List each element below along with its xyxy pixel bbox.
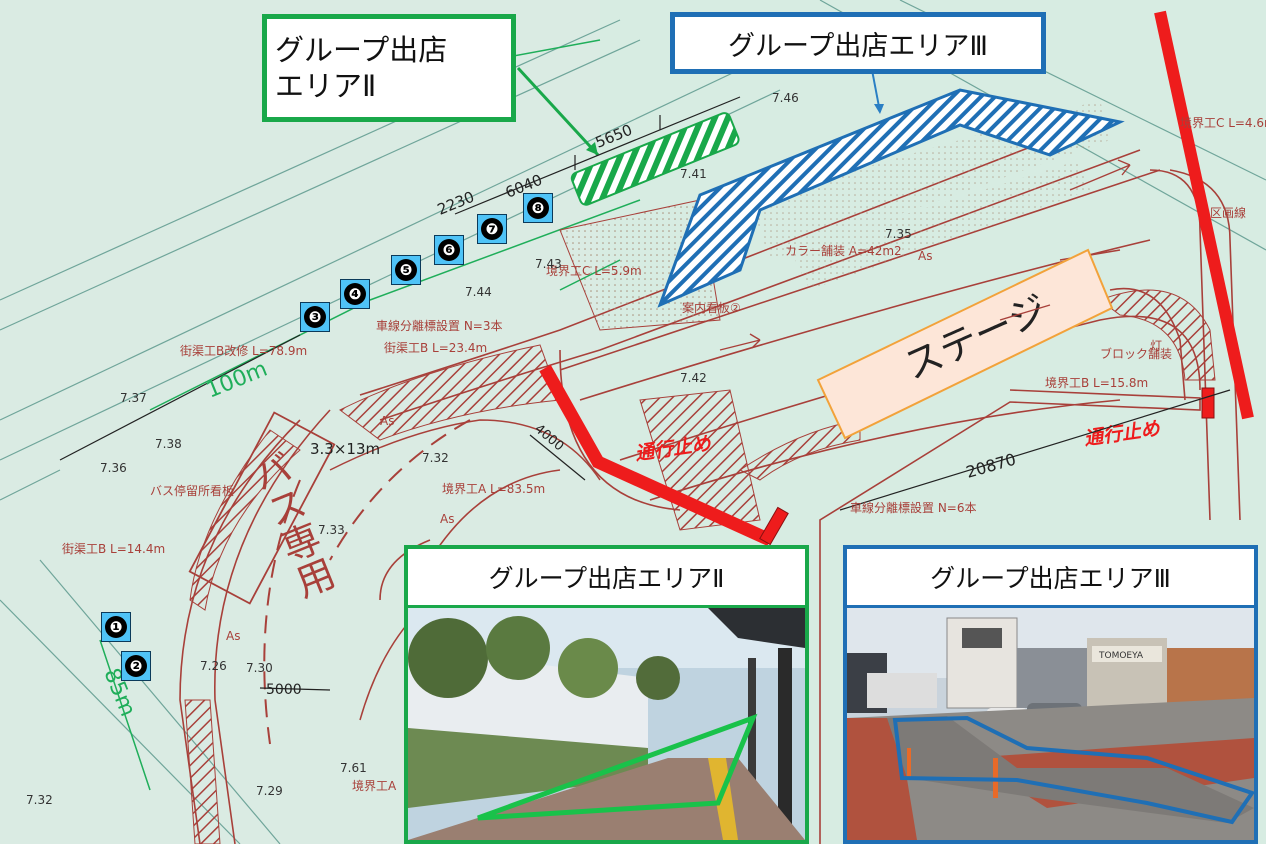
- shop-sign: TOMOEYA: [1098, 651, 1144, 661]
- plan-note: 案内看板②: [682, 300, 741, 315]
- elevation-mark: 7.38: [155, 437, 182, 451]
- elevation-mark: 7.29: [256, 784, 283, 798]
- elevation-mark: 7.35: [885, 227, 912, 241]
- photo-panel-area2: グループ出店エリアⅡ: [404, 545, 809, 844]
- booth-badge-2: ❷: [121, 651, 151, 681]
- photo-area3-image: TOMOEYA: [847, 608, 1254, 840]
- road-closure-left: [539, 364, 773, 546]
- elevation-mark: 7.61: [340, 761, 367, 775]
- booth-badge-6: ❻: [434, 235, 464, 265]
- plan-note: 境界工B L=15.8m: [1045, 375, 1148, 390]
- photo-title-area3: グループ出店エリアⅢ: [847, 549, 1254, 608]
- elevation-mark: 7.32: [422, 451, 449, 465]
- plan-note: 街渠工B L=14.4m: [62, 542, 165, 556]
- area2-callout: グループ出店エリアⅡ: [262, 14, 516, 122]
- booth-badge-7: ❼: [477, 214, 507, 244]
- plan-note: 境界工C L=5.9m: [546, 263, 642, 278]
- badge-number: ❺: [395, 259, 417, 281]
- elevation-mark: 7.33: [318, 523, 345, 537]
- plan-note: カラー舗装 A=42m2: [785, 244, 902, 258]
- plan-note: 境界工A: [352, 778, 397, 793]
- plan-note: ブロック舗装: [1100, 346, 1172, 361]
- booth-badge-3: ❸: [300, 302, 330, 332]
- badge-number: ❹: [344, 283, 366, 305]
- elevation-mark: 7.32: [26, 793, 53, 807]
- plan-note: 区画線: [1210, 205, 1246, 220]
- area2-zone: [570, 112, 740, 206]
- badge-number: ❶: [105, 616, 127, 638]
- booth-badge-1: ❶: [101, 612, 131, 642]
- plan-note: 境界工C L=4.6m: [1180, 115, 1266, 130]
- plan-note: As: [918, 249, 932, 263]
- elevation-mark: 7.42: [680, 371, 707, 385]
- plan-note: 街渠工B改修 L=78.9m: [180, 343, 307, 358]
- photo-area2-image: [408, 608, 805, 840]
- elevation-mark: 7.44: [465, 285, 492, 299]
- area2-callout-line2: エリアⅡ: [275, 69, 377, 103]
- elevation-mark: 7.36: [100, 461, 127, 475]
- badge-number: ❻: [438, 239, 460, 261]
- plan-note: As: [440, 512, 454, 526]
- plan-note: 車線分離標設置 N=3本: [376, 318, 502, 333]
- area3-callout-text: グループ出店エリアⅢ: [728, 30, 988, 62]
- area3-zone: [657, 88, 1125, 308]
- plan-note: 灯: [1150, 339, 1162, 353]
- booth-badge-8: ❽: [523, 193, 553, 223]
- elevation-mark: 7.46: [772, 91, 799, 105]
- booth-badge-4: ❹: [340, 279, 370, 309]
- plan-note: As: [380, 414, 394, 428]
- photo-title-area2: グループ出店エリアⅡ: [408, 549, 805, 608]
- dimension-5000: 5000: [266, 682, 302, 698]
- plan-note: 街渠工B L=23.4m: [384, 341, 487, 355]
- area3-callout: グループ出店エリアⅢ: [670, 12, 1046, 74]
- elevation-mark: 7.41: [680, 167, 707, 181]
- dimension-bus-size: 3.3×13m: [310, 440, 380, 458]
- photo-panel-area3: グループ出店エリアⅢ TOMOEYA: [843, 545, 1258, 844]
- plan-note: 車線分離標設置 N=6本: [850, 500, 976, 515]
- stage-zone: [816, 248, 1114, 440]
- badge-number: ❼: [481, 218, 503, 240]
- area2-pointer: [516, 66, 600, 157]
- elevation-mark: 7.37: [120, 391, 147, 405]
- road-closure-right: [1154, 10, 1254, 420]
- area2-callout-line1: グループ出店: [275, 32, 448, 67]
- plan-note: As: [226, 629, 240, 643]
- badge-number: ❸: [304, 306, 326, 328]
- badge-number: ❷: [125, 655, 147, 677]
- booth-badge-5: ❺: [391, 255, 421, 285]
- elevation-mark: 7.43: [535, 257, 562, 271]
- badge-number: ❽: [527, 197, 549, 219]
- plan-note: バス停留所看板: [150, 483, 234, 498]
- elevation-mark: 7.26: [200, 659, 227, 673]
- elevation-mark: 7.30: [246, 661, 273, 675]
- plan-note: 境界工A L=83.5m: [442, 481, 545, 496]
